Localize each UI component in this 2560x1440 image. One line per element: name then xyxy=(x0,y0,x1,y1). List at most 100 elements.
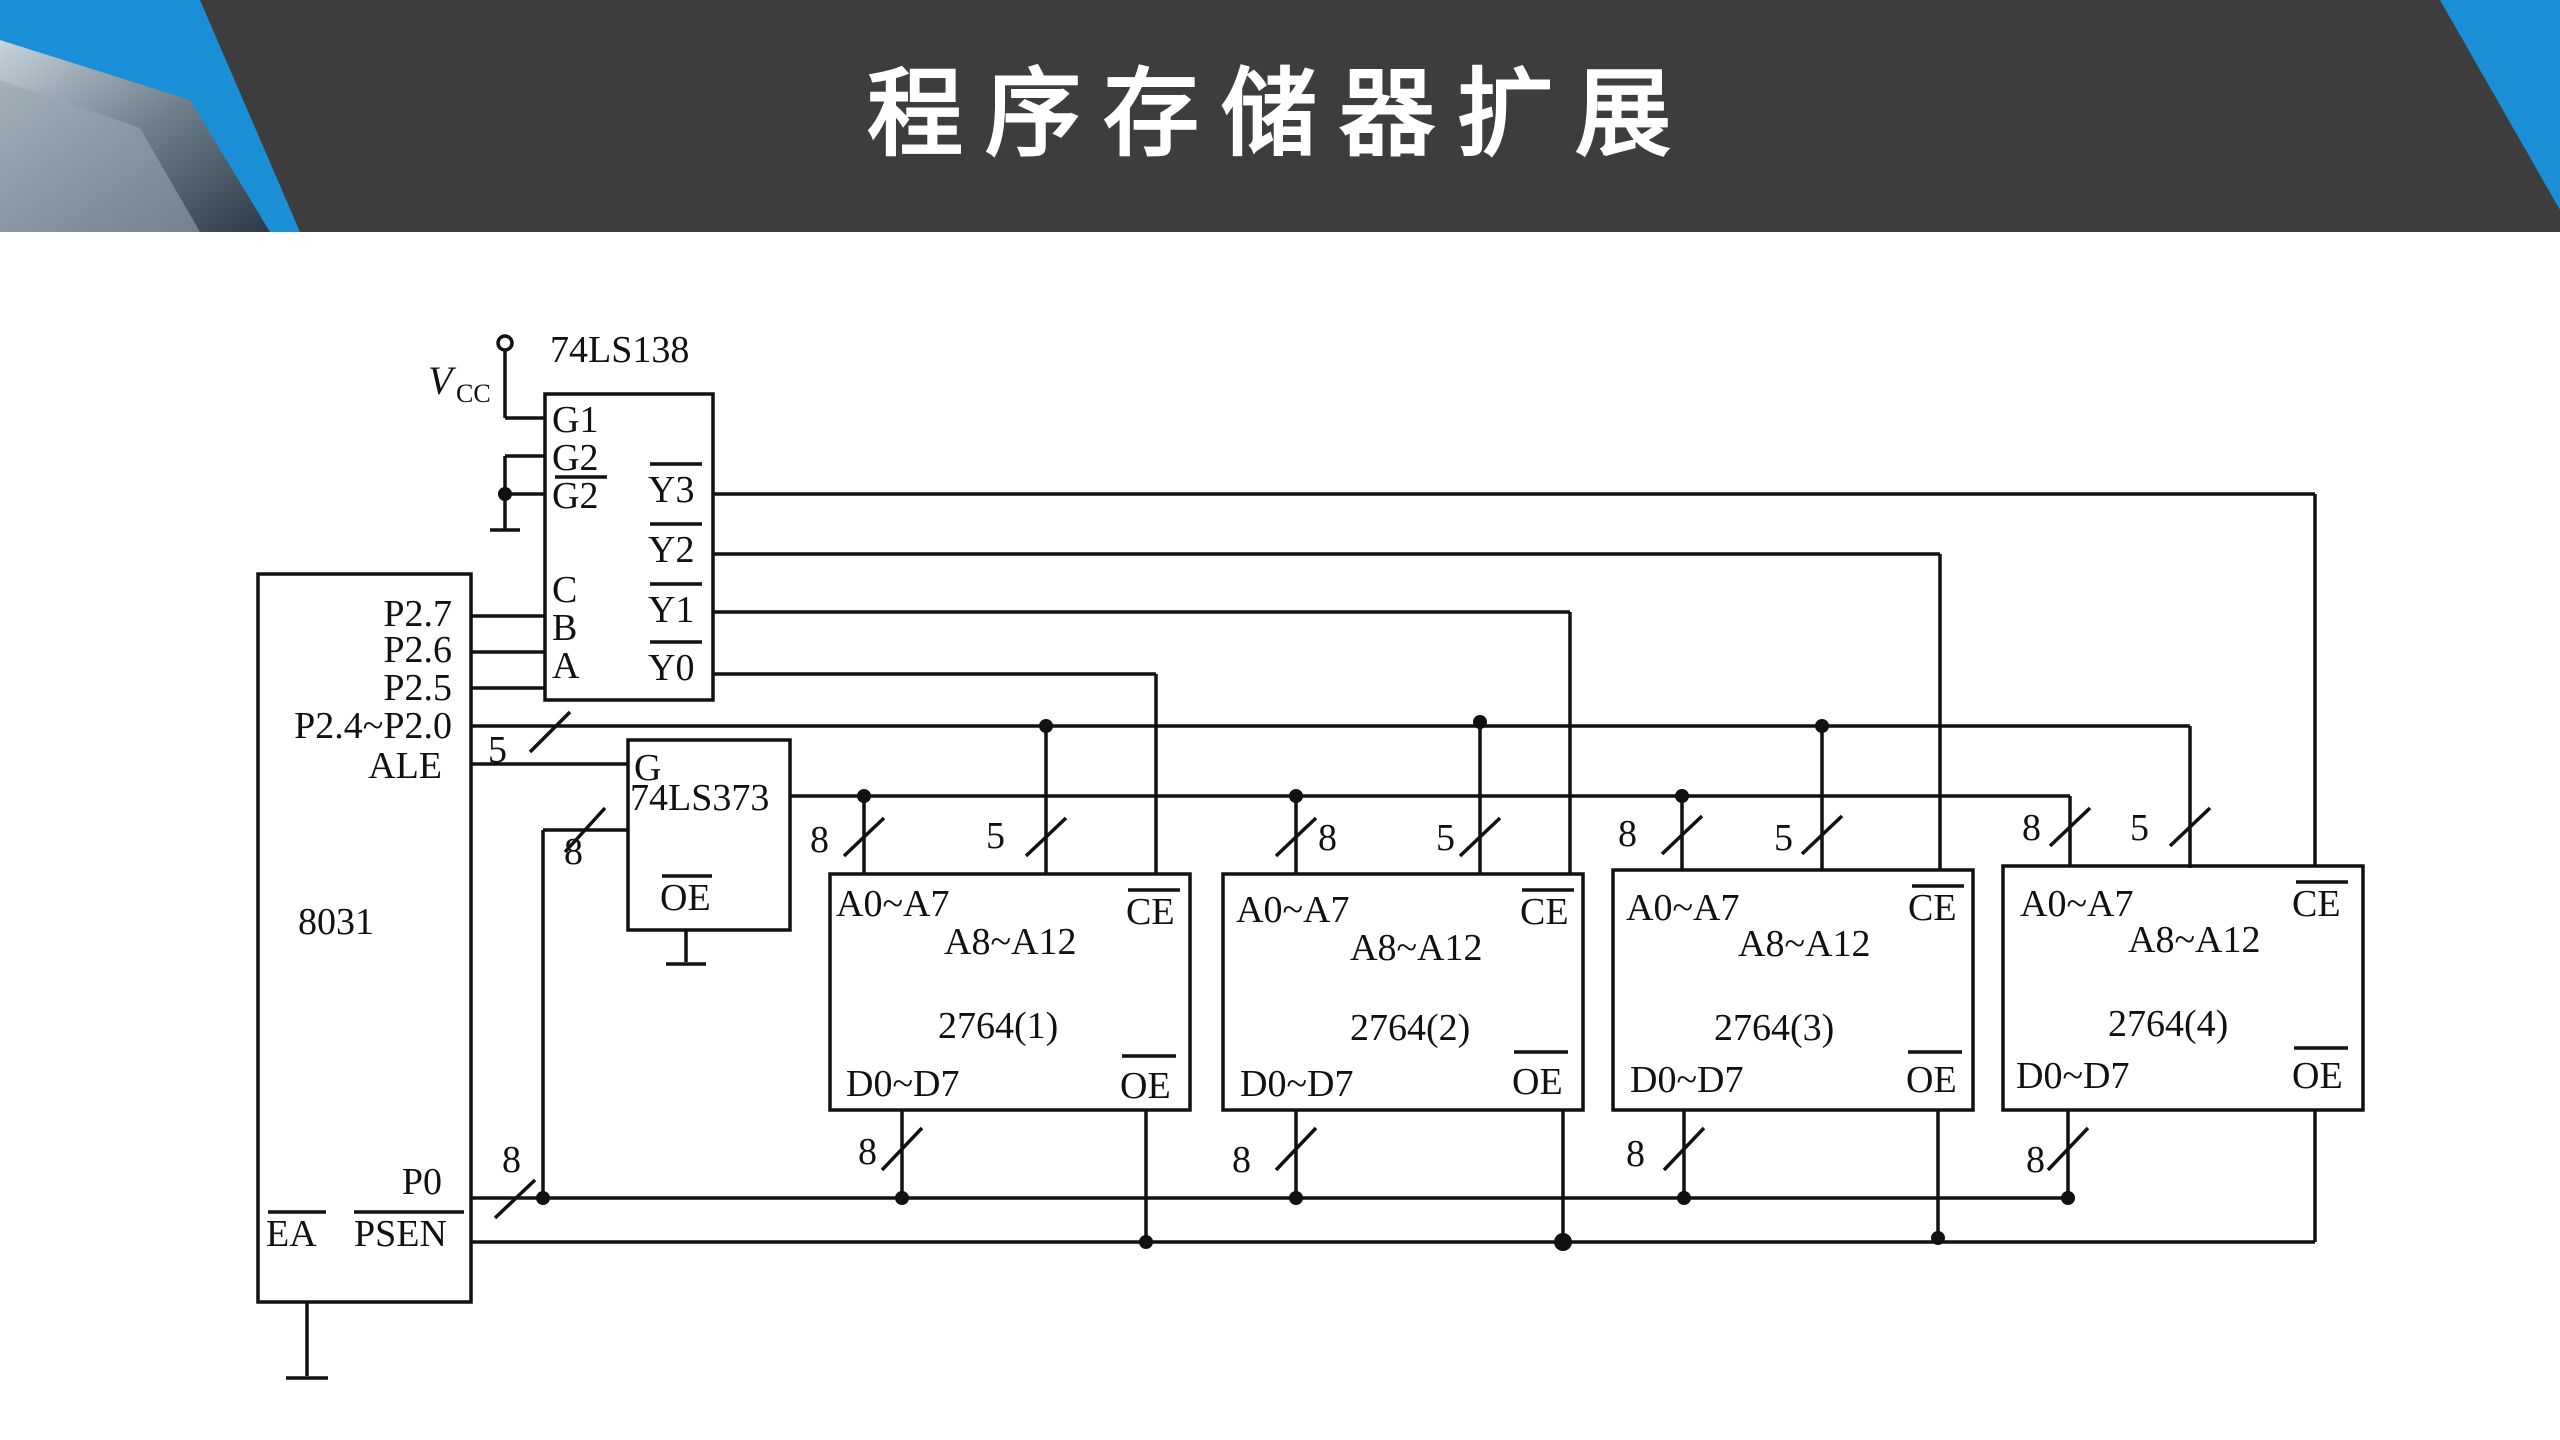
eprom4-bus-high: 5 xyxy=(2130,807,2149,849)
blue-accent-right xyxy=(2440,0,2560,210)
eprom2-addr-low: A0~A7 xyxy=(1236,889,1349,931)
pin-g2a: G2 xyxy=(552,437,598,479)
eprom2-oe: OE xyxy=(1512,1061,1563,1103)
junction-dot xyxy=(1139,1235,1153,1249)
eprom1-bus-low: 8 xyxy=(810,819,829,861)
pin-y2: Y2 xyxy=(648,529,694,571)
vcc-label: V xyxy=(428,358,457,403)
bus-width-addr-high: 5 xyxy=(488,729,507,771)
junction-dot xyxy=(895,1191,909,1205)
junction-dot xyxy=(1473,715,1487,729)
pin-ea: EA xyxy=(266,1213,317,1255)
mcu-8031 xyxy=(256,572,473,1304)
pin-g1: G1 xyxy=(552,399,598,441)
eprom1-oe: OE xyxy=(1120,1065,1171,1107)
bus-width-p0: 8 xyxy=(502,1139,521,1181)
junction-dot xyxy=(1289,789,1303,803)
eprom3-name: 2764(3) xyxy=(1714,1007,1834,1049)
eprom1-addr-high: A8~A12 xyxy=(944,921,1076,963)
latch-name: 74LS373 xyxy=(630,777,769,819)
latch-pin-g: G xyxy=(634,747,661,789)
mcu-name: 8031 xyxy=(298,901,374,943)
eprom3-oe: OE xyxy=(1906,1059,1957,1101)
eprom2-addr-high: A8~A12 xyxy=(1350,927,1482,969)
pin-p0: P0 xyxy=(402,1161,442,1203)
bus-slash xyxy=(1024,816,1068,858)
eprom2-ce: CE xyxy=(1520,891,1569,933)
eprom2-data: D0~D7 xyxy=(1240,1063,1353,1105)
eprom-2764-3 xyxy=(1611,868,1975,1112)
eprom4-name: 2764(4) xyxy=(2108,1003,2228,1045)
bus-slash xyxy=(880,1126,924,1172)
vcc-terminal xyxy=(496,334,514,352)
eprom2-bus-high: 5 xyxy=(1436,817,1455,859)
eprom4-data: D0~D7 xyxy=(2016,1055,2129,1097)
pin-y3: Y3 xyxy=(648,469,694,511)
vcc-subscript: CC xyxy=(456,379,491,408)
pin-p27: P2.7 xyxy=(383,593,452,635)
eprom3-addr-low: A0~A7 xyxy=(1626,887,1739,929)
eprom-2764-1 xyxy=(828,872,1192,1112)
latch-74ls373 xyxy=(626,738,792,932)
eprom3-bus-high: 5 xyxy=(1774,817,1793,859)
eprom1-data: D0~D7 xyxy=(846,1063,959,1105)
pin-p25: P2.5 xyxy=(383,667,452,709)
eprom1-addr-low: A0~A7 xyxy=(836,883,949,925)
bus-slash xyxy=(2048,806,2092,848)
eprom1-ce: CE xyxy=(1126,891,1175,933)
eprom1-name: 2764(1) xyxy=(938,1005,1058,1047)
eprom1-bus-data: 8 xyxy=(858,1131,877,1173)
eprom4-addr-high: A8~A12 xyxy=(2128,919,2260,961)
junction-dot xyxy=(498,487,512,501)
junction-dot xyxy=(1931,1231,1945,1245)
junction-dot xyxy=(1039,719,1053,733)
decoder-name: 74LS138 xyxy=(550,329,689,371)
junction-dot xyxy=(536,1191,550,1205)
header-decoration xyxy=(0,0,2560,232)
pin-p24-p20: P2.4~P2.0 xyxy=(294,705,452,747)
latch-pin-oe: OE xyxy=(660,877,711,919)
pin-a: A xyxy=(552,645,580,687)
junction-dot xyxy=(1289,1191,1303,1205)
bus-slash xyxy=(842,816,886,858)
pin-p26: P2.6 xyxy=(383,629,452,671)
junction-dot xyxy=(1815,719,1829,733)
eprom3-bus-low: 8 xyxy=(1618,813,1637,855)
junction-dot xyxy=(1675,789,1689,803)
bus-width-latch-in: 8 xyxy=(564,831,583,873)
eprom-2764-4 xyxy=(2001,864,2365,1112)
pin-y0: Y0 xyxy=(648,647,694,689)
eprom4-bus-low: 8 xyxy=(2022,807,2041,849)
bus-slash xyxy=(1274,1126,1318,1172)
eprom3-addr-high: A8~A12 xyxy=(1738,923,1870,965)
junction-dot xyxy=(1677,1191,1691,1205)
eprom2-bus-low: 8 xyxy=(1318,817,1337,859)
bus-slash xyxy=(493,1178,537,1220)
bus-slash xyxy=(528,710,572,754)
pin-c: C xyxy=(552,569,577,611)
bus-slash xyxy=(563,806,607,854)
eprom4-addr-low: A0~A7 xyxy=(2020,883,2133,925)
junction-dot xyxy=(2061,1191,2075,1205)
eprom4-oe: OE xyxy=(2292,1055,2343,1097)
pin-ale: ALE xyxy=(368,745,442,787)
bus-slash xyxy=(1662,1126,1706,1172)
eprom3-bus-data: 8 xyxy=(1626,1133,1645,1175)
decoder-74ls138 xyxy=(543,392,715,702)
bus-slash xyxy=(2046,1126,2090,1172)
eprom-2764-2 xyxy=(1221,872,1585,1112)
bus-slash xyxy=(1458,816,1502,858)
pin-b: B xyxy=(552,607,577,649)
eprom2-name: 2764(2) xyxy=(1350,1007,1470,1049)
page-title: 程序存储器扩展 xyxy=(867,58,1693,170)
junction-dot xyxy=(857,789,871,803)
eprom2-bus-data: 8 xyxy=(1232,1139,1251,1181)
bus-slash xyxy=(1274,816,1318,858)
slide-header: 程序存储器扩展 xyxy=(0,0,2560,232)
eprom4-ce: CE xyxy=(2292,883,2341,925)
eprom3-data: D0~D7 xyxy=(1630,1059,1743,1101)
bus-slash xyxy=(1800,814,1844,856)
bus-slash xyxy=(2168,806,2212,848)
bus-slash xyxy=(1660,814,1704,856)
